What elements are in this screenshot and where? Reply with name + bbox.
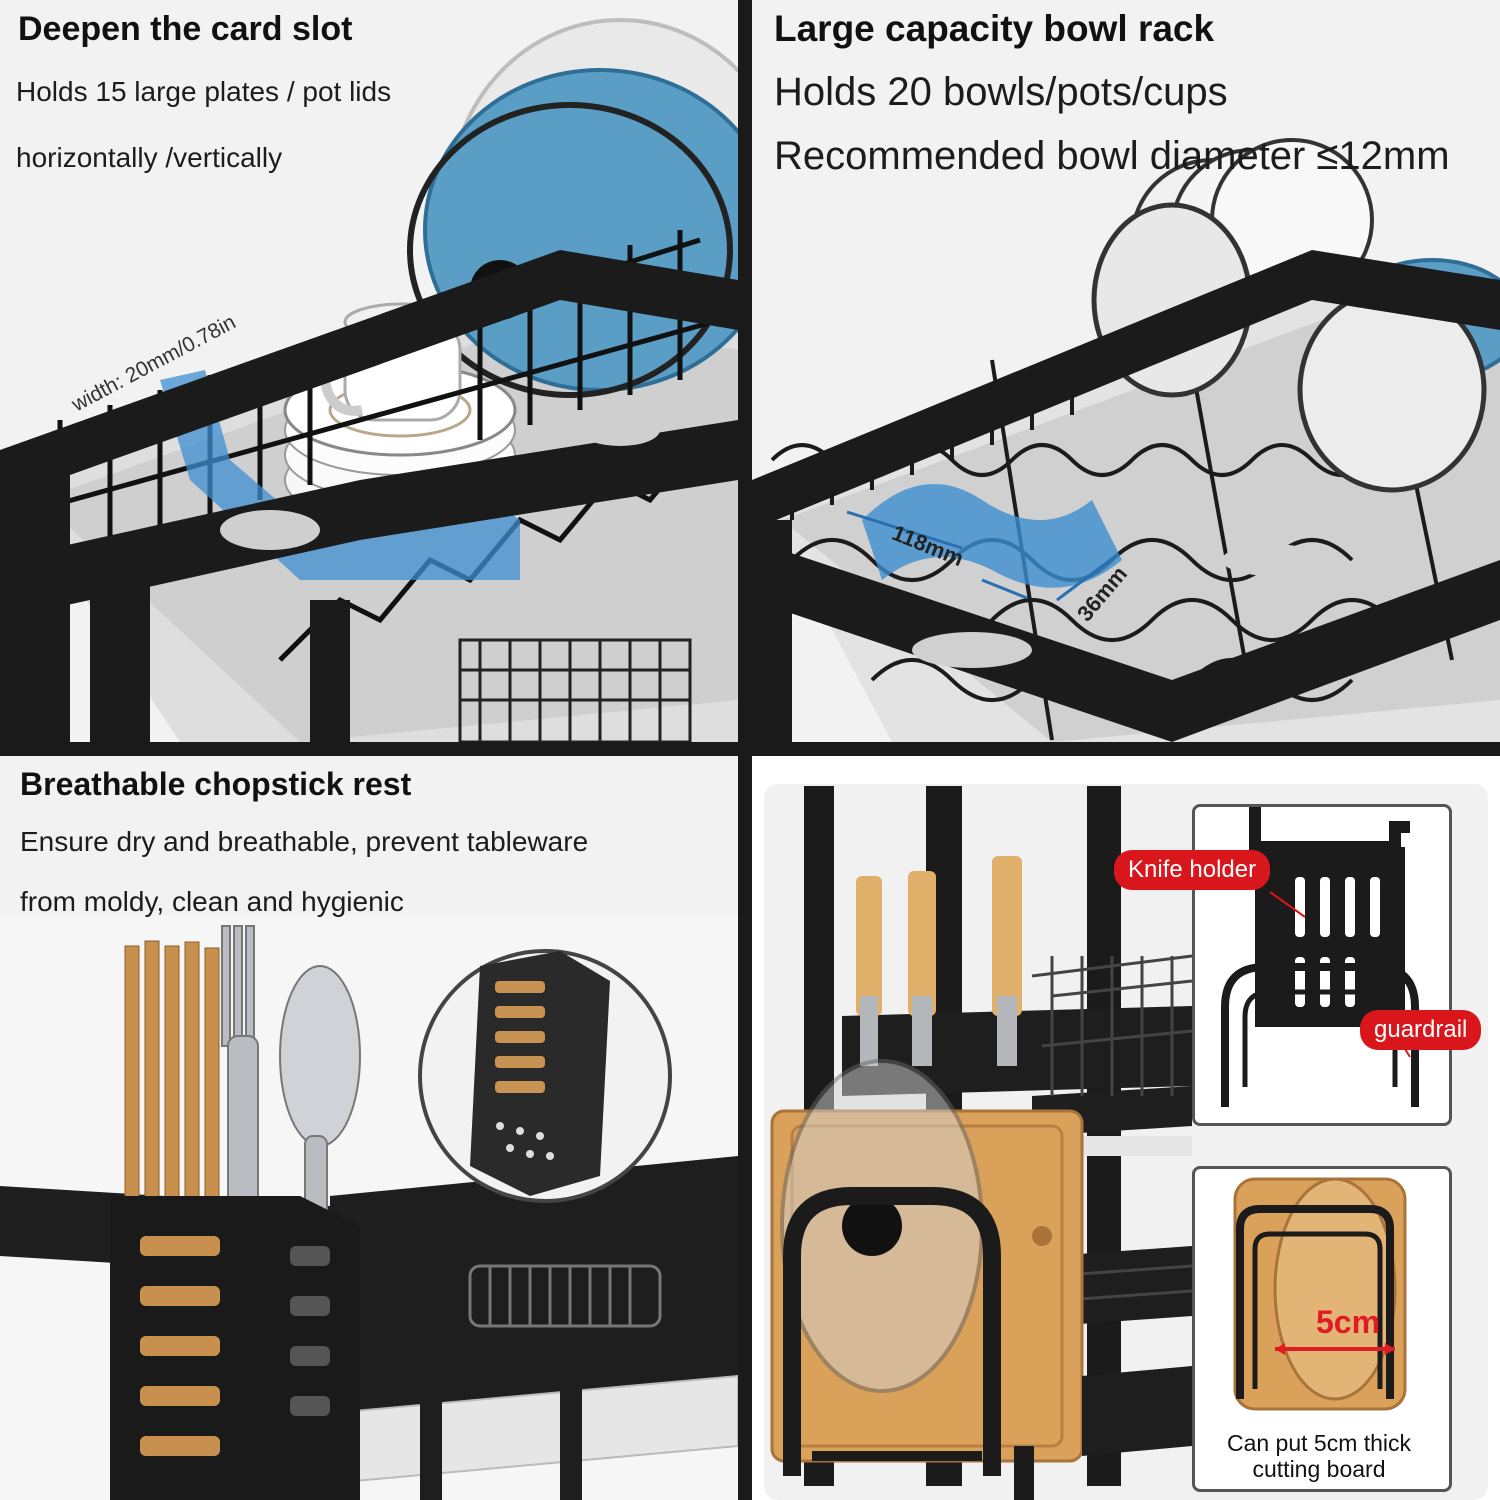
guardrail-label: guardrail [1360, 1010, 1482, 1050]
panel-subtitle-line: horizontally /vertically [16, 142, 283, 173]
panel-bowl-rack: Large capacity bowl rack Holds 20 bowls/… [752, 0, 1500, 742]
panel-subtitle-line: Holds 15 large plates / pot lids [16, 76, 392, 107]
panel-title: Deepen the card slot [18, 10, 353, 48]
panel-subtitle-line: Holds 20 bowls/pots/cups [774, 70, 1228, 114]
panel-title: Large capacity bowl rack [774, 8, 1215, 49]
panel-subtitle-line: Ensure dry and breathable, prevent table… [20, 826, 589, 857]
knife-holder-label: Knife holder [1114, 850, 1271, 890]
knife-holder-hanger-illustration [1221, 807, 1419, 1107]
caption-line: cutting board [1252, 1456, 1386, 1482]
panel-title: Breathable chopstick rest [20, 766, 412, 802]
caption-line: Can put 5cm thick [1226, 1430, 1412, 1456]
cutting-board-stand-illustration [1233, 1177, 1407, 1411]
panel-chopstick-rest: Breathable chopstick rest Ensure dry and… [0, 756, 738, 1500]
inset-cutting-board-holder [1192, 1166, 1452, 1492]
panel-subtitle-line: from moldy, clean and hygienic [20, 886, 404, 917]
panel-accessories: Knife holder guardrail 5cm Can put 5cm t… [752, 756, 1500, 1500]
thickness-label: 5cm [1316, 1304, 1381, 1340]
panel-subtitle-line: Recommended bowl diameter ≤12mm [774, 134, 1450, 178]
chopstick-holder-illustration [0, 916, 738, 1500]
dish-rack-plates-illustration [0, 18, 738, 742]
cutting-board-caption: Can put 5cm thick cutting board [1202, 1430, 1436, 1482]
bowl-rack-illustration [752, 138, 1500, 742]
panel-card-slot: Deepen the card slot Holds 15 large plat… [0, 0, 738, 742]
